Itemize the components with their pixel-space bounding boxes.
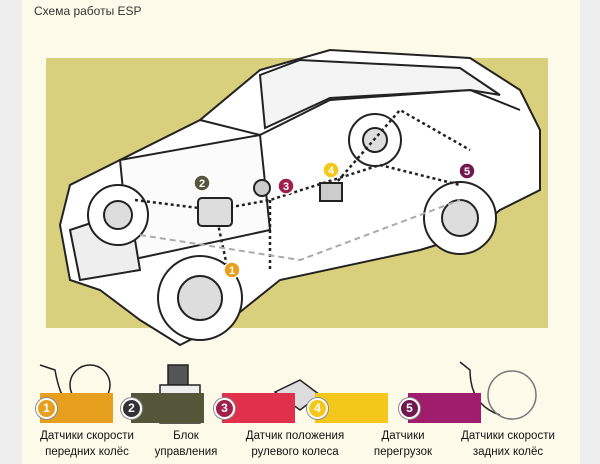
swatch-control-unit [131, 393, 204, 423]
diagram-title: Схема работы ESP [34, 4, 142, 18]
svg-text:3: 3 [283, 181, 289, 193]
marker-4 [322, 161, 340, 179]
svg-text:2: 2 [199, 178, 205, 190]
label-line2: рулевого колеса [251, 446, 339, 458]
marker-3 [277, 177, 295, 195]
marker-1 [223, 261, 241, 279]
label-line2: управления [154, 446, 218, 458]
marker-2 [193, 174, 211, 192]
label-line2: передних колёс [45, 446, 129, 458]
label-line1: Датчики скорости [461, 430, 555, 442]
label-line2: перегрузок [373, 446, 433, 458]
badge-2: 2 [121, 398, 142, 419]
label-g-sensors: Датчики перегрузок [348, 428, 458, 460]
badge-1: 1 [36, 398, 57, 419]
label-line1: Датчик положения [245, 430, 345, 442]
svg-text:1: 1 [229, 265, 235, 277]
swatch-rear-wheel-sensors [408, 393, 481, 423]
label-rear-wheel-sensors: Датчики скорости задних колёс [453, 428, 563, 460]
steering-sensor-part [253, 179, 271, 197]
label-front-wheel-sensors: Датчики скорости передних колёс [32, 428, 142, 460]
label-control-unit: Блок управления [131, 428, 241, 460]
badge-5: 5 [399, 398, 420, 419]
badge-4: 4 [307, 398, 328, 419]
svg-text:4: 4 [328, 165, 335, 177]
label-steering-sensor: Датчик положения рулевого колеса [240, 428, 350, 460]
label-line2: задних колёс [472, 446, 544, 458]
rear-sensor-ring [487, 370, 537, 420]
control-unit-part [197, 197, 233, 227]
diagram-markers: 1 2 3 4 5 [193, 161, 476, 279]
g-sensor-part [319, 182, 343, 202]
marker-5 [458, 162, 476, 180]
label-line1: Датчики [381, 430, 425, 442]
badge-3: 3 [214, 398, 235, 419]
svg-text:5: 5 [464, 166, 470, 178]
label-line1: Датчики скорости [40, 430, 134, 442]
control-unit-image [167, 364, 189, 386]
label-line1: Блок [173, 430, 199, 442]
